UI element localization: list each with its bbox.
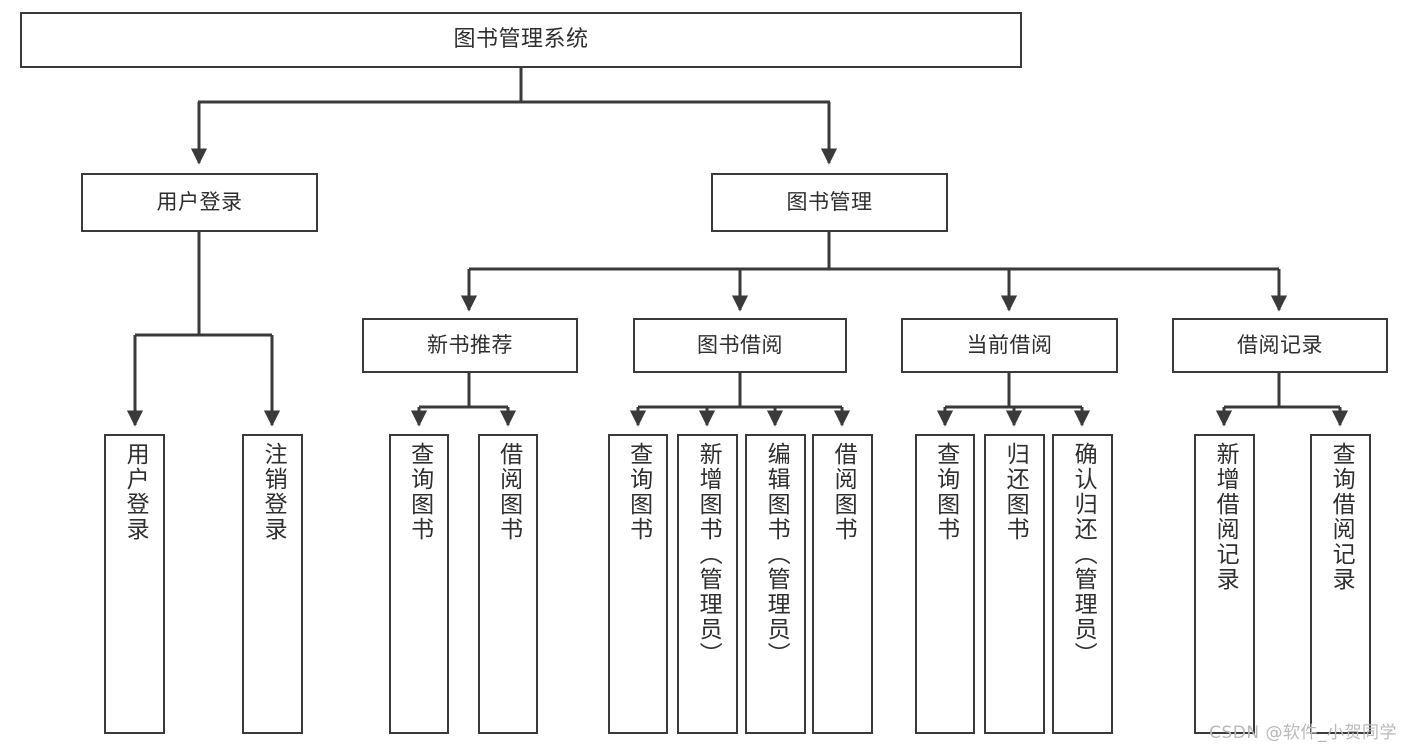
node-label: 借阅记录 (1237, 332, 1323, 357)
node-label: 当前借阅 (966, 332, 1053, 357)
node-label: 借阅图书 (495, 442, 522, 542)
csdn-watermark: CSDN @软件_小贺同学 (1209, 723, 1397, 743)
node-label: 图书管理 (786, 189, 873, 214)
node-new-book-recommendation[interactable]: 新书推荐 (362, 318, 578, 373)
node-user-login[interactable]: 用户登录 (81, 173, 318, 232)
node-label: 查询图书 (406, 442, 433, 542)
node-current-borrow[interactable]: 当前借阅 (901, 318, 1118, 373)
node-label: 编辑图书（管理员） (763, 442, 790, 667)
node-label: 归还图书 (1002, 442, 1029, 542)
node-label: 查询图书 (932, 442, 959, 542)
node-label: 新增图书（管理员） (695, 442, 722, 667)
node-book-management[interactable]: 图书管理 (711, 173, 948, 232)
node-leaf-confirm-return-admin[interactable]: 确认归还（管理员） (1052, 434, 1113, 734)
node-leaf-add-book-admin[interactable]: 新增图书（管理员） (677, 434, 738, 734)
node-label: 新增借阅记录 (1212, 442, 1239, 592)
node-borrow-record[interactable]: 借阅记录 (1172, 318, 1388, 373)
node-leaf-return-book[interactable]: 归还图书 (984, 434, 1045, 734)
node-label: 确认归还（管理员） (1070, 442, 1097, 667)
node-label: 借阅图书 (830, 442, 857, 542)
node-book-borrow[interactable]: 图书借阅 (633, 318, 847, 373)
node-label: 注销登录 (260, 442, 287, 542)
node-leaf-query-book-borrow[interactable]: 查询图书 (608, 434, 668, 734)
node-leaf-borrow-book[interactable]: 借阅图书 (812, 434, 873, 734)
node-leaf-query-book-current[interactable]: 查询图书 (915, 434, 975, 734)
node-label: 图书借阅 (697, 332, 783, 357)
node-label: 查询图书 (625, 442, 652, 542)
node-leaf-borrow-book-new[interactable]: 借阅图书 (478, 434, 538, 734)
node-label: 图书管理系统 (453, 26, 589, 52)
node-label: 查询借阅记录 (1328, 442, 1355, 592)
node-leaf-query-borrow-record[interactable]: 查询借阅记录 (1310, 434, 1371, 734)
node-label: 用户登录 (122, 442, 149, 542)
node-leaf-logout[interactable]: 注销登录 (242, 434, 303, 734)
node-leaf-add-borrow-record[interactable]: 新增借阅记录 (1194, 434, 1255, 734)
node-leaf-edit-book-admin[interactable]: 编辑图书（管理员） (745, 434, 806, 734)
node-leaf-user-login[interactable]: 用户登录 (104, 434, 165, 734)
node-label: 用户登录 (156, 189, 243, 214)
node-root-book-management-system[interactable]: 图书管理系统 (20, 12, 1022, 68)
node-label: 新书推荐 (427, 332, 513, 357)
node-leaf-query-book-new[interactable]: 查询图书 (389, 434, 449, 734)
